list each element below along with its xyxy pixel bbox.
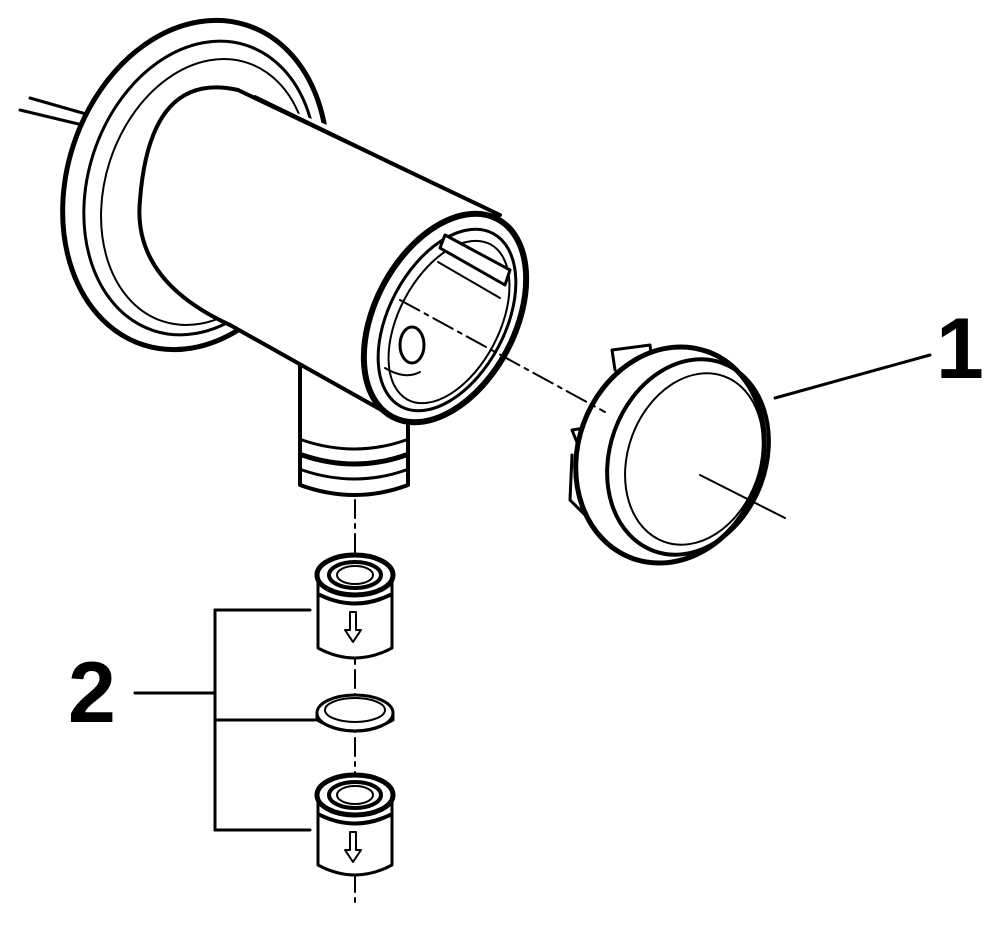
- outlet-elbow: [300, 365, 408, 495]
- leader-line-1: [775, 355, 930, 398]
- down-arrow-icon: [345, 832, 361, 862]
- cylinder-opening: [331, 186, 560, 450]
- callout-label-1: 1: [936, 301, 984, 397]
- leader-bracket-2: [135, 610, 315, 830]
- sealing-washer: [317, 695, 393, 731]
- flow-regulator-upper: [317, 555, 393, 658]
- down-arrow-icon: [345, 612, 361, 642]
- cover-cap: [546, 320, 796, 590]
- callout-label-2: 2: [68, 645, 116, 741]
